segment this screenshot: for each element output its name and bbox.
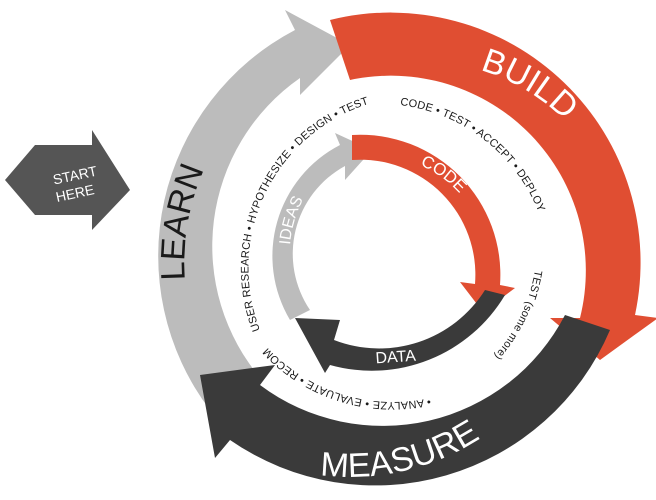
data-arc: [295, 290, 505, 373]
ideas-label: IDEAS: [277, 194, 307, 246]
start-here-arrow: [5, 130, 130, 230]
svg-text:USER RESEARCH • HYPOTHESIZE •: USER RESEARCH • HYPOTHESIZE • DESIGN • T…: [239, 95, 370, 333]
learn-arc: [158, 10, 350, 410]
data-label: DATA: [375, 348, 417, 368]
build-arc: [330, 12, 656, 360]
svg-text:IDEAS: IDEAS: [277, 194, 307, 246]
here-label: HERE: [54, 181, 95, 205]
learn-steps-label: USER RESEARCH • HYPOTHESIZE • DESIGN • T…: [239, 95, 369, 333]
measure-arc: [200, 315, 610, 486]
